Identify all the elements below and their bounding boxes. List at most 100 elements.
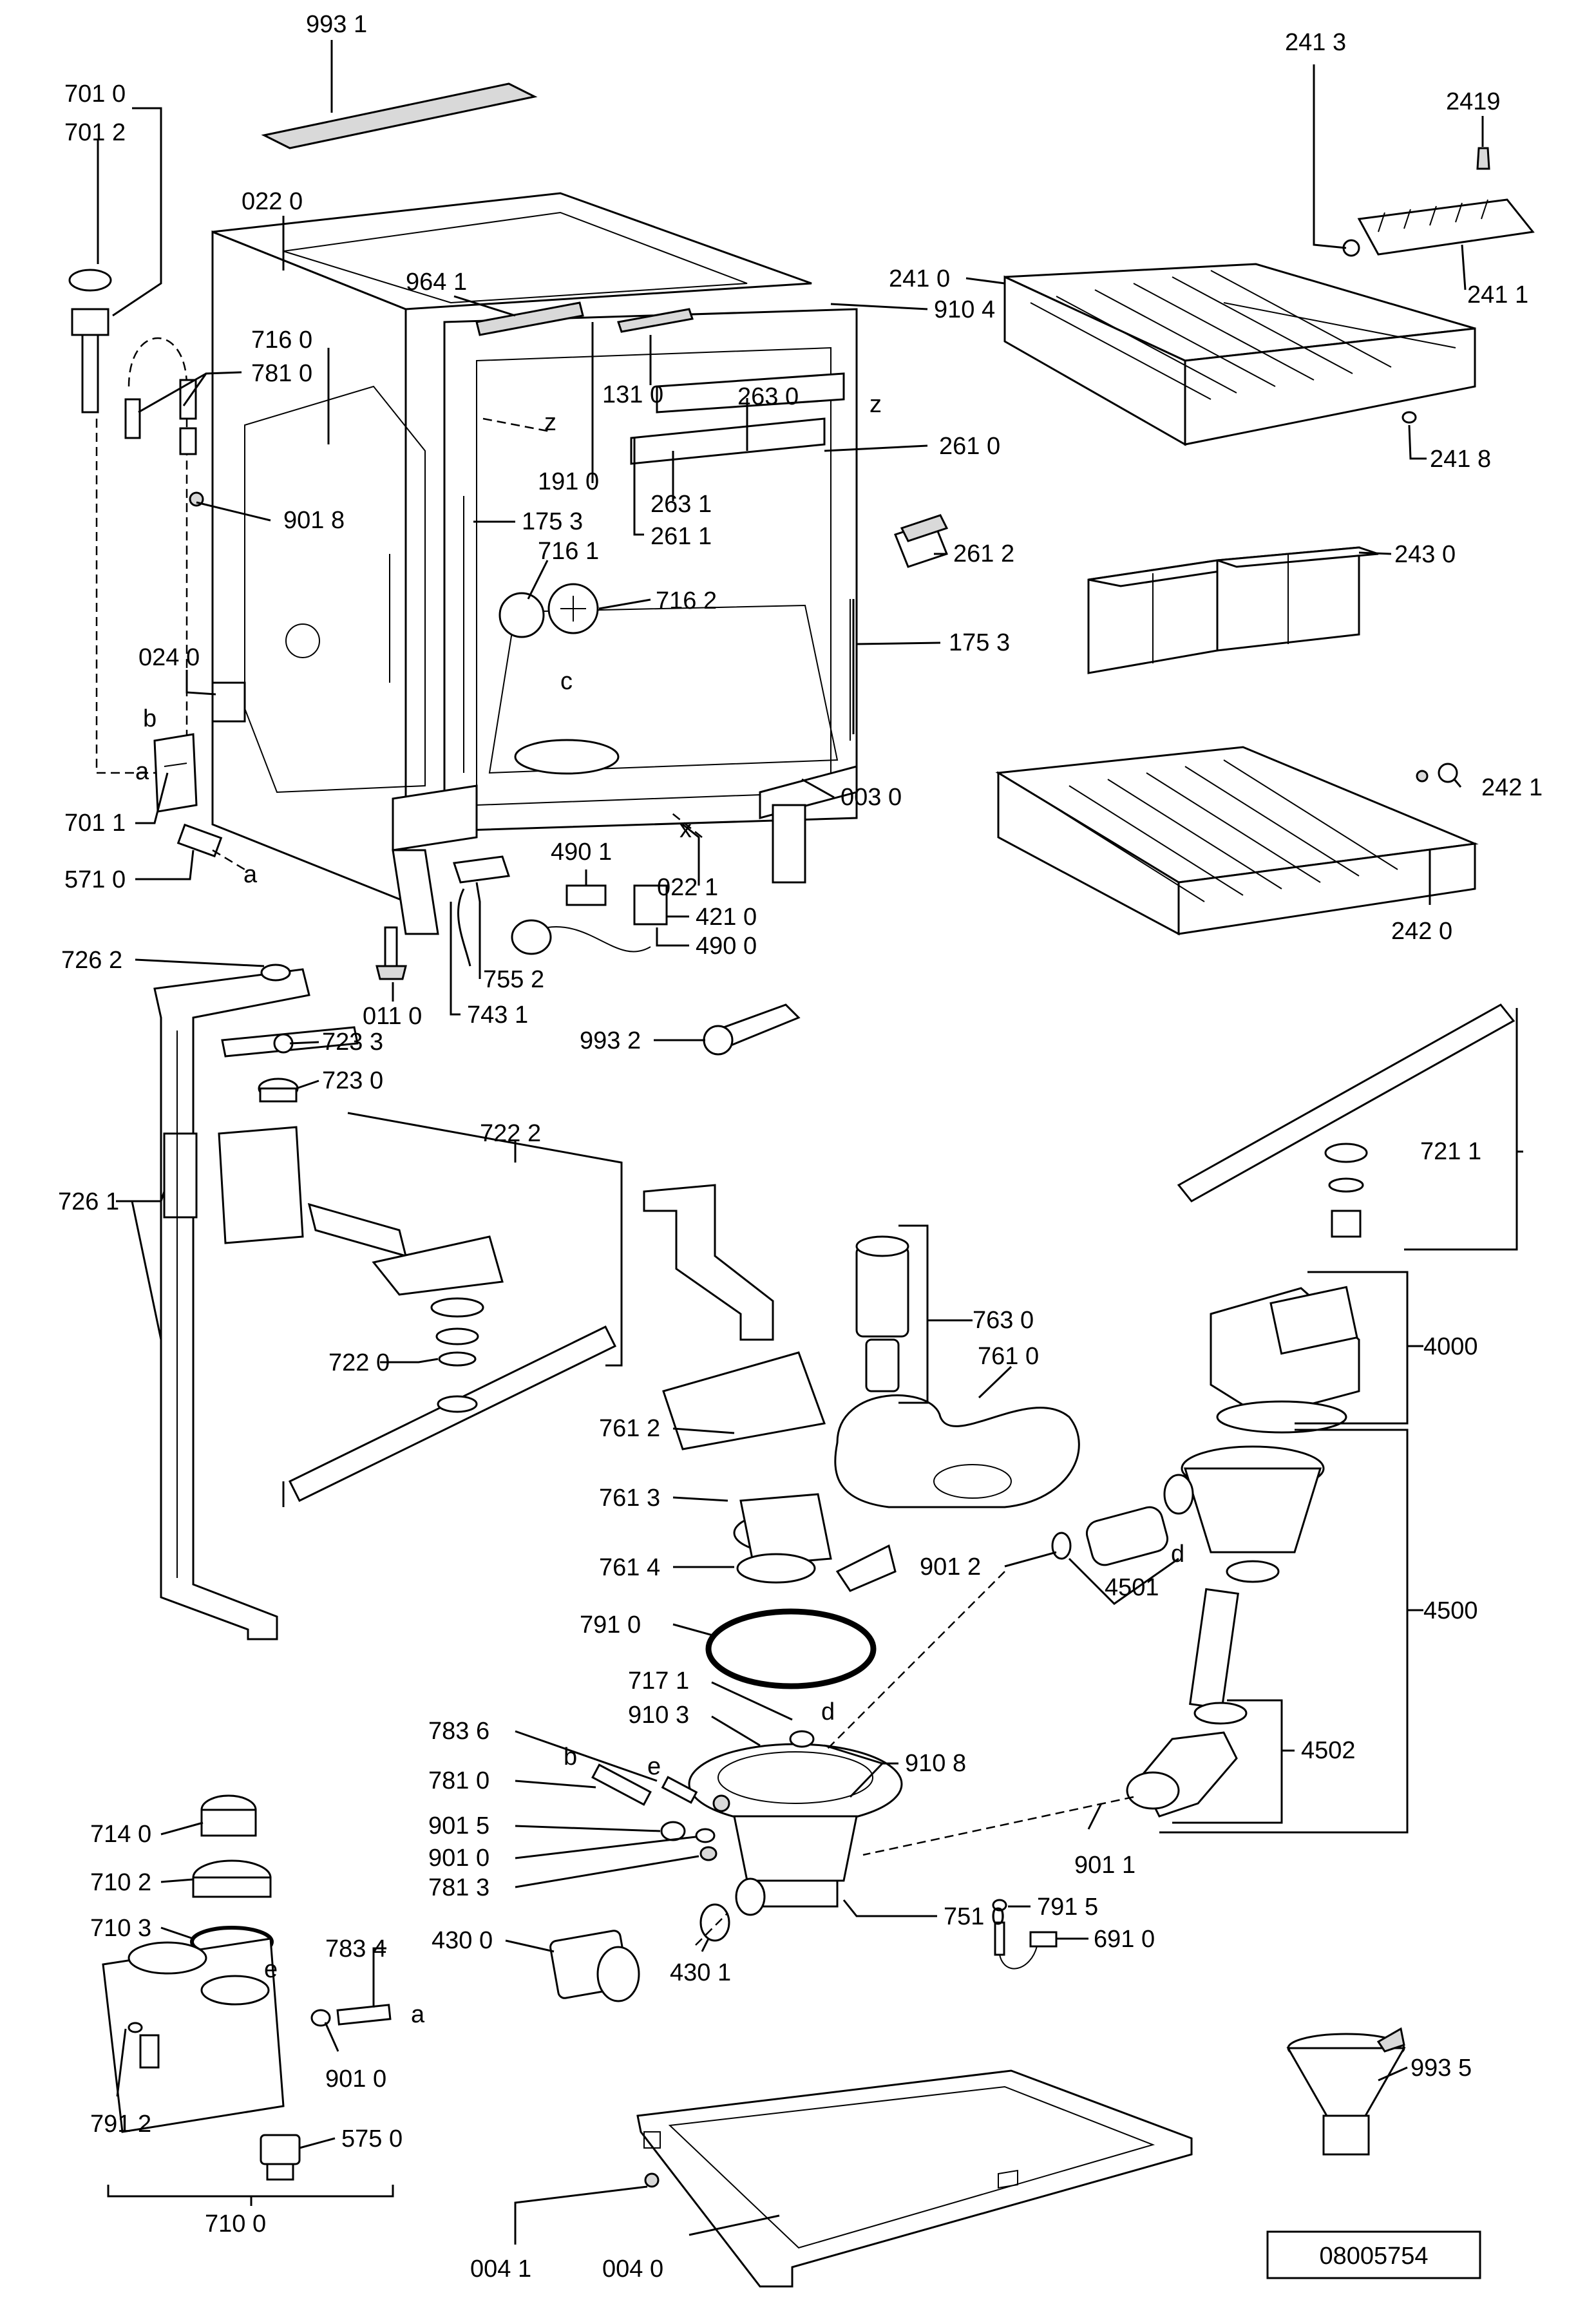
label-1753a: 175 3 (522, 508, 583, 535)
label-7431: 743 1 (467, 1002, 528, 1029)
label-4500: 4500 (1423, 1597, 1478, 1624)
part-top-components (475, 301, 694, 336)
letter-a3: a (411, 2001, 425, 2028)
label-2413: 241 3 (1285, 29, 1346, 56)
label-7836: 783 6 (428, 1718, 489, 1745)
part-drain-pump (549, 1903, 730, 2002)
label-7810b: 781 0 (428, 1767, 489, 1794)
label-7910: 791 0 (580, 1611, 641, 1639)
label-7610: 761 0 (978, 1343, 1039, 1370)
label-0040: 004 0 (602, 2256, 663, 2283)
label-7211: 721 1 (1420, 1138, 1481, 1165)
part-supply-tube (153, 964, 310, 1640)
label-9932: 993 2 (580, 1027, 641, 1054)
label-5750: 575 0 (341, 2125, 403, 2152)
label-2421: 242 1 (1481, 774, 1543, 801)
part-top-strip (261, 82, 538, 149)
part-sump-housing (688, 1730, 903, 1916)
label-7510: 751 0 (944, 1903, 1005, 1930)
label-4900: 490 0 (696, 933, 757, 960)
label-7161: 716 1 (538, 538, 599, 565)
label-9103: 910 3 (628, 1702, 689, 1729)
part-gasket-ring (705, 1608, 877, 1689)
part-heater-small-parts (591, 1763, 717, 1861)
label-0220: 022 0 (242, 188, 303, 215)
label-0221: 022 1 (657, 874, 718, 901)
label-2419: 2419 (1446, 88, 1501, 115)
letter-c: c (560, 668, 573, 695)
part-sensor (992, 1899, 1058, 1970)
label-7160: 716 0 (251, 327, 312, 354)
part-basket-wheel (1416, 763, 1458, 783)
part-bracket (894, 514, 949, 568)
label-9108: 910 8 (905, 1750, 966, 1777)
part-rack-stop (1401, 411, 1417, 424)
label-0240: 024 0 (138, 644, 200, 671)
label-7614: 761 4 (599, 1554, 660, 1581)
label-7171: 717 1 (628, 1667, 689, 1695)
label-7552: 755 2 (483, 966, 544, 993)
label-0110: 011 0 (363, 1003, 422, 1030)
part-tub-frame (211, 192, 858, 935)
label-2411: 241 1 (1467, 281, 1528, 309)
label-2612: 261 2 (953, 540, 1014, 567)
part-rack-fasteners (1342, 147, 1490, 257)
connector-letters: z z c x b a a b e d d e a (135, 391, 1184, 2028)
part-drain-hose (68, 269, 188, 774)
label-4301: 430 1 (670, 1959, 731, 1986)
label-7102: 710 2 (90, 1869, 151, 1896)
label-2631: 263 1 (651, 491, 712, 518)
label-7630: 763 0 (973, 1307, 1034, 1334)
label-4501: 4501 (1105, 1574, 1159, 1601)
label-7010: 701 0 (64, 81, 126, 108)
label-7140: 714 0 (90, 1821, 151, 1848)
label-9012: 901 2 (920, 1553, 981, 1581)
part-valve-5710 (176, 823, 223, 858)
part-wrench (703, 1003, 801, 1056)
label-7612: 761 2 (599, 1415, 660, 1442)
part-electrical (511, 884, 668, 955)
label-9018: 901 8 (283, 507, 345, 534)
label-9011: 901 1 (1074, 1852, 1135, 1879)
letter-z1: z (544, 409, 556, 436)
label-7834: 783 4 (325, 1935, 386, 1962)
label-7613: 761 3 (599, 1485, 660, 1512)
label-1910: 191 0 (538, 468, 599, 495)
label-7220: 722 0 (328, 1349, 390, 1376)
label-5710: 571 0 (64, 866, 126, 893)
letter-b1: b (143, 705, 157, 732)
part-dispenser (102, 1794, 285, 2133)
letter-x: x (679, 816, 692, 843)
label-7011: 701 1 (64, 810, 126, 837)
part-lower-spray-arm (288, 1325, 617, 1503)
letter-z2: z (869, 391, 882, 418)
letter-d2: d (821, 1698, 835, 1725)
label-9935: 993 5 (1411, 2055, 1472, 2082)
label-2410: 241 0 (889, 265, 950, 292)
part-coupling-hose (1051, 1474, 1194, 1566)
part-switch-5750 (260, 2134, 301, 2181)
part-funnel (1286, 2027, 1406, 2156)
part-base-frame (636, 2069, 1193, 2288)
leader-lines (97, 40, 1523, 2245)
part-hose-clip (453, 855, 510, 967)
label-7230: 723 0 (322, 1067, 383, 1094)
label-9010b: 901 0 (325, 2066, 386, 2093)
label-2630: 263 0 (737, 383, 799, 410)
label-9010a: 901 0 (428, 1845, 489, 1872)
part-upper-spray-arm (221, 1026, 359, 1103)
label-7233: 723 3 (322, 1029, 383, 1056)
label-2610: 261 0 (939, 433, 1000, 460)
label-4901: 490 1 (551, 839, 612, 866)
part-sump-assembly (1126, 1445, 1325, 1818)
label-9641: 964 1 (406, 269, 467, 296)
part-springs (124, 379, 197, 455)
part-cutlery-rack (1357, 198, 1535, 256)
label-7162: 716 2 (656, 587, 717, 614)
reference-number: 08005754 (1319, 2243, 1428, 2270)
label-2420: 242 0 (1391, 918, 1452, 945)
part-cutlery-basket (1087, 546, 1379, 674)
part-dispenser-hose (310, 2004, 392, 2027)
part-screw-0110 (375, 926, 407, 980)
